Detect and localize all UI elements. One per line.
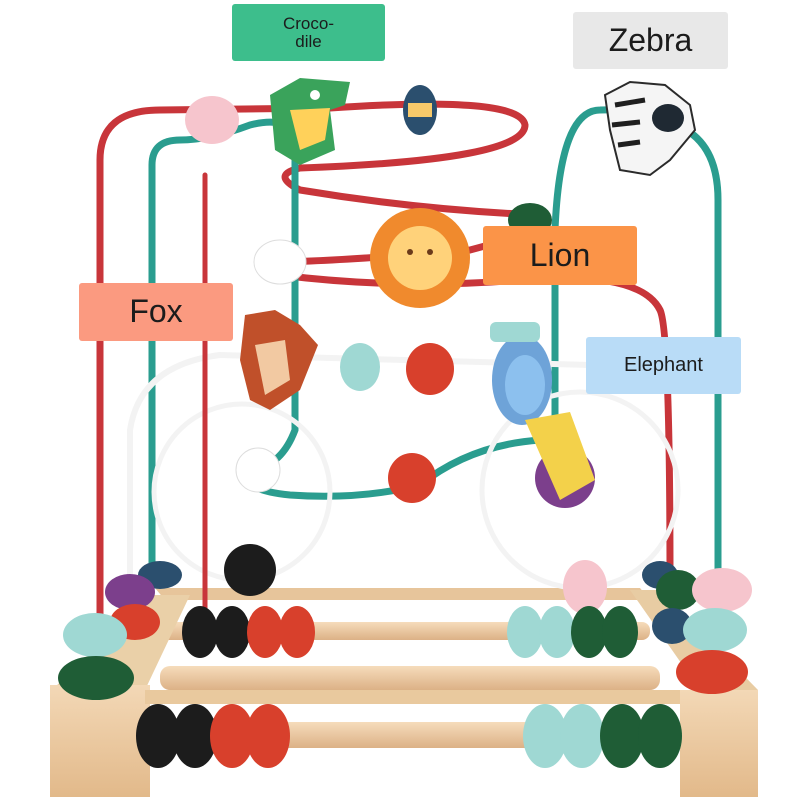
abacus-beads-front [136, 704, 682, 768]
crocodile-label: Croco- dile [232, 4, 385, 61]
lion-figure [370, 208, 470, 308]
white-bead [253, 239, 307, 285]
abacus-beads-rear [182, 606, 638, 658]
red-bead [406, 343, 454, 395]
zebra-label: Zebra [573, 12, 728, 69]
pink-bead-right [563, 560, 607, 614]
left-post [50, 685, 150, 797]
right-bead-stack [642, 561, 752, 694]
crocodile-figure [270, 78, 350, 165]
black-bead [224, 544, 276, 596]
zebra-figure [603, 80, 697, 177]
middle-rod [160, 666, 660, 690]
mint-bead [340, 343, 380, 391]
pink-bead [185, 96, 239, 144]
fox-label: Fox [79, 283, 233, 341]
right-post [680, 690, 758, 797]
elephant-label: Elephant [586, 337, 741, 394]
white-bead-lower [235, 447, 281, 493]
left-bead-stack [58, 561, 182, 700]
elephant-figure [490, 322, 552, 425]
fox-figure [240, 310, 318, 410]
lion-label: Lion [483, 226, 637, 285]
yellow-block [525, 412, 595, 500]
red-bead-lower [388, 453, 436, 503]
